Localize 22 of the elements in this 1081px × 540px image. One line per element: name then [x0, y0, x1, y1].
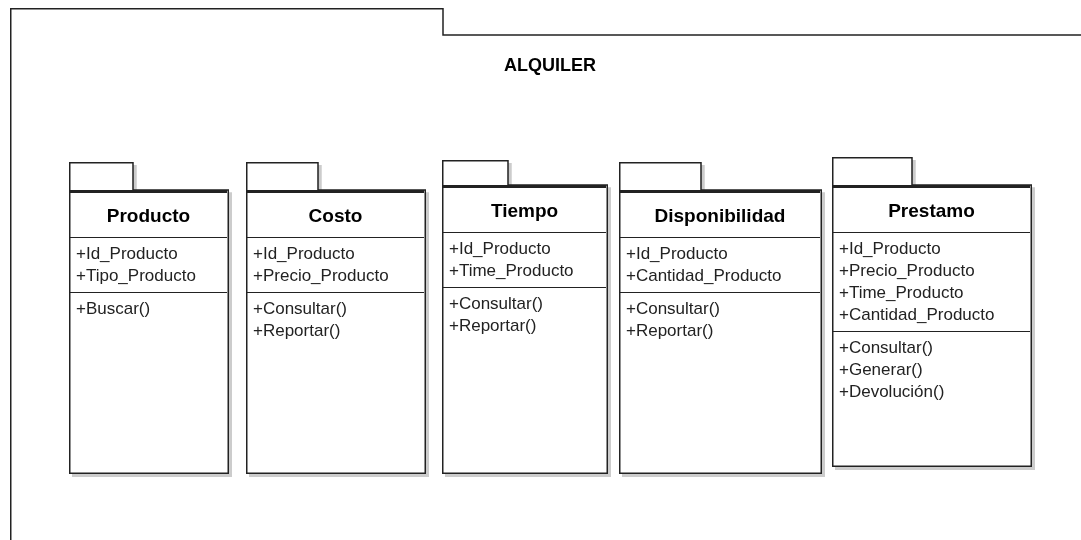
method-list: +Consultar() +Generar() +Devolución()	[833, 332, 1030, 408]
method-list: +Consultar() +Reportar()	[247, 293, 424, 347]
method-list: +Buscar()	[70, 293, 227, 325]
class-package-box	[618, 162, 822, 474]
attribute-list: +Id_Producto +Precio_Producto +Time_Producto +Cantidad_Producto	[833, 233, 1030, 332]
class-package-box	[441, 160, 608, 474]
attribute-list: +Id_Producto +Time_Producto	[443, 233, 606, 288]
class-package-box	[245, 162, 426, 474]
method-list: +Consultar() +Reportar()	[443, 288, 606, 342]
package-frame	[10, 8, 1081, 540]
attribute-list: +Id_Producto +Cantidad_Producto	[620, 238, 820, 293]
package-title: ALQUILER	[504, 55, 596, 76]
class-name: Prestamo	[833, 185, 1030, 233]
class-name: Disponibilidad	[620, 190, 820, 238]
class-package-box	[68, 162, 229, 474]
class-name: Costo	[247, 190, 424, 238]
class-package-box	[831, 157, 1032, 467]
attribute-list: +Id_Producto +Tipo_Producto	[70, 238, 227, 293]
class-name: Producto	[70, 190, 227, 238]
class-name: Tiempo	[443, 185, 606, 233]
attribute-list: +Id_Producto +Precio_Producto	[247, 238, 424, 293]
method-list: +Consultar() +Reportar()	[620, 293, 820, 347]
